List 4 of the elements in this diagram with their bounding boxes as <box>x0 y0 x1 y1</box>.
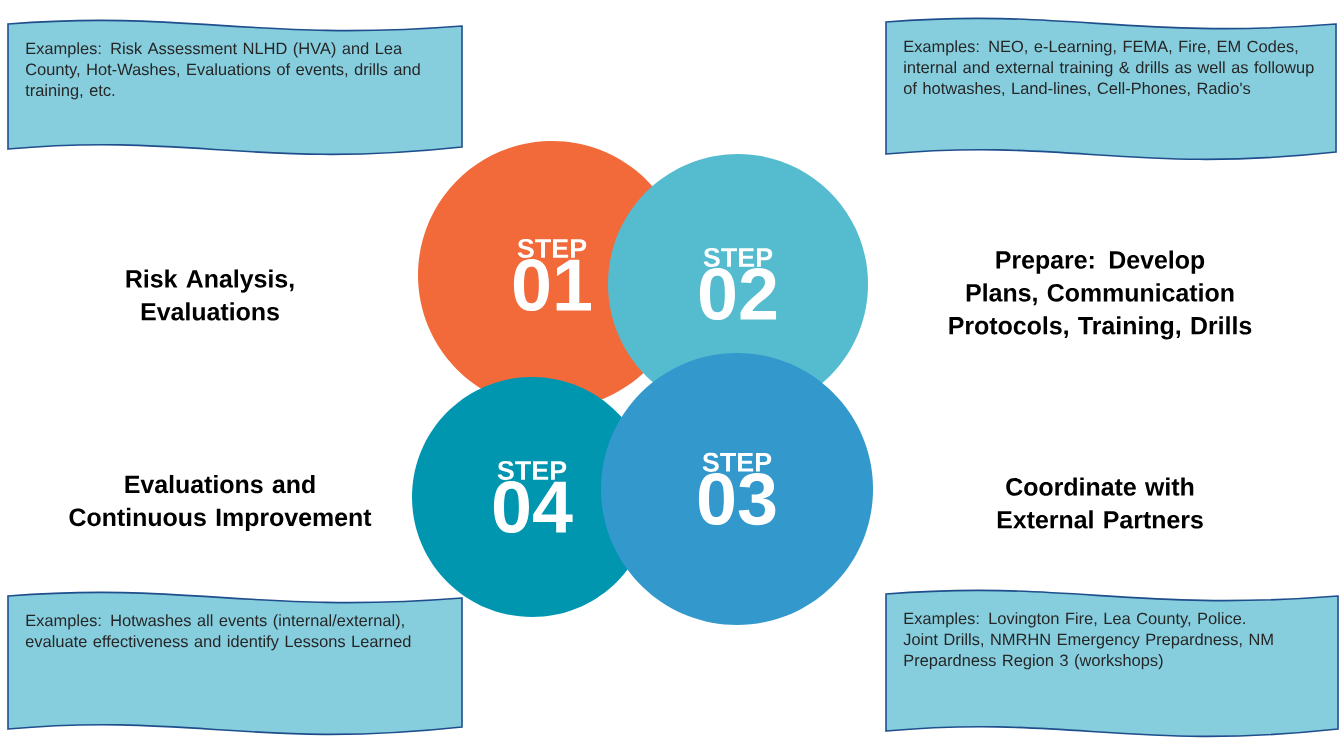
step-heading: Risk Analysis, Evaluations <box>126 269 294 321</box>
step-heading: Coordinate with External Partners <box>997 477 1203 529</box>
step-heading: Prepare: Develop Plans, Communication Protocols, Training, Drills <box>949 250 1252 340</box>
step-heading: Evaluations and Continuous Improvement <box>69 474 372 532</box>
